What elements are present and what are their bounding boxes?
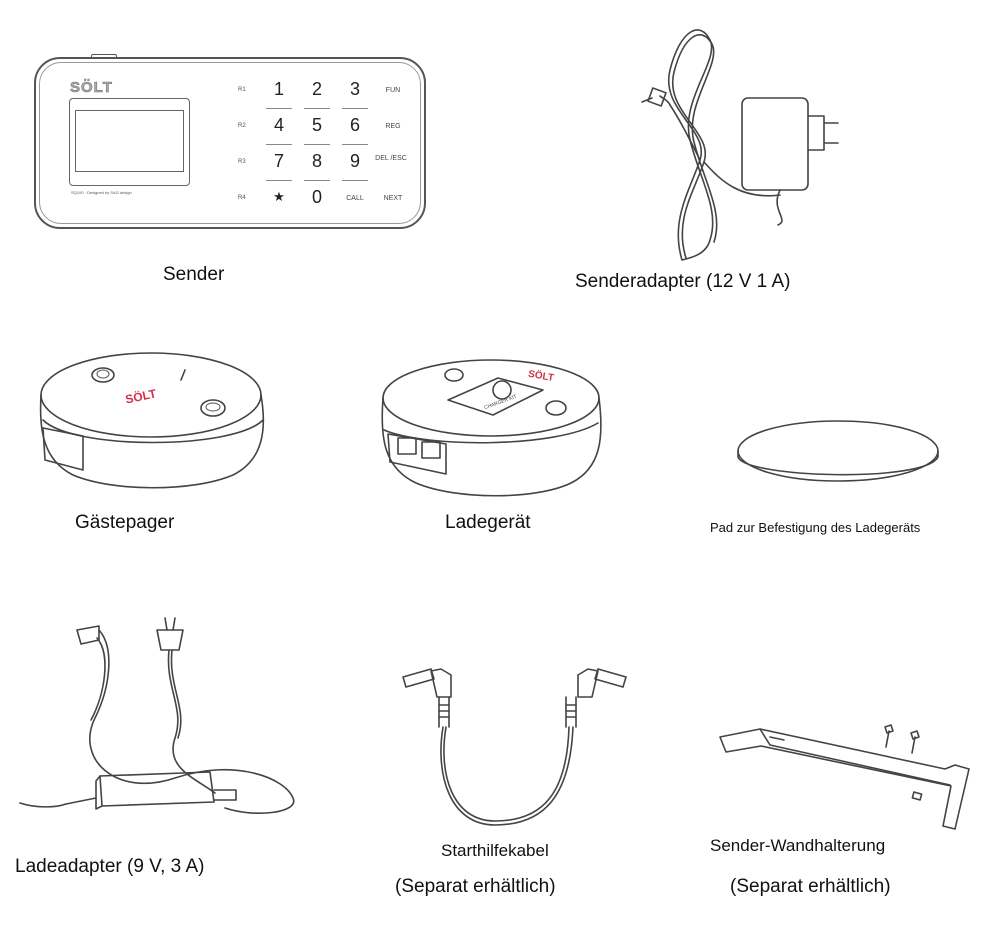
key-9: 9 (349, 151, 360, 171)
row-label: R1 (238, 87, 246, 93)
wall-mount-note: (Separat erhältlich) (730, 876, 891, 897)
charger-plate-text: CHARGER KIT (484, 394, 518, 411)
charge-adapter-label: Ladeadapter (9 V, 3 A) (15, 856, 205, 877)
sender-logo: SÖLT (70, 79, 113, 97)
key-call: CALL (346, 195, 364, 202)
key-next: NEXT (383, 195, 403, 202)
sender-display (69, 98, 190, 186)
sender-device-illustration: SÖLT SQ100 · Designed by SAG design R1 R… (34, 54, 426, 229)
wall-mount-illustration (719, 724, 970, 830)
sender-power-button (91, 54, 117, 59)
charger-label: Ladegerät (445, 512, 531, 533)
charger-illustration: CHARGER KIT SÖLT (381, 359, 602, 497)
sender-adapter-label: Senderadapter (12 V 1 A) (575, 271, 791, 292)
row-label: R2 (238, 123, 246, 129)
pager-label: Gästepager (75, 512, 175, 533)
sender-label: Sender (163, 264, 225, 285)
key-reg: REG (385, 123, 401, 130)
charger-logo: SÖLT (527, 367, 555, 384)
sender-caption: SQ100 · Designed by SAG design (71, 190, 132, 195)
key-4: 4 (273, 115, 284, 135)
key-star: ★ (273, 189, 285, 204)
key-del-esc: DEL /ESC (375, 155, 407, 162)
pager-logo: SÖLT (124, 385, 158, 406)
row-label: R3 (238, 159, 246, 165)
pad-illustration (737, 420, 939, 482)
key-6: 6 (349, 115, 360, 135)
jump-cable-note: (Separat erhältlich) (395, 876, 556, 897)
key-7: 7 (273, 151, 284, 171)
jump-cable-illustration (402, 668, 627, 826)
key-8: 8 (311, 151, 322, 171)
row-label: R4 (238, 195, 246, 201)
key-2: 2 (311, 79, 322, 99)
wall-mount-label: Sender-Wandhalterung (710, 836, 886, 855)
pad-label: Pad zur Befestigung des Ladegeräts (710, 520, 921, 535)
jump-cable-label: Starthilfekabel (441, 841, 549, 860)
key-0: 0 (311, 187, 322, 207)
key-5: 5 (311, 115, 322, 135)
charge-adapter-illustration (19, 617, 295, 814)
key-3: 3 (349, 79, 360, 99)
sender-adapter-illustration (641, 29, 839, 261)
key-1: 1 (273, 79, 284, 99)
pager-illustration: SÖLT (39, 352, 265, 489)
key-fun: FUN (385, 87, 401, 94)
